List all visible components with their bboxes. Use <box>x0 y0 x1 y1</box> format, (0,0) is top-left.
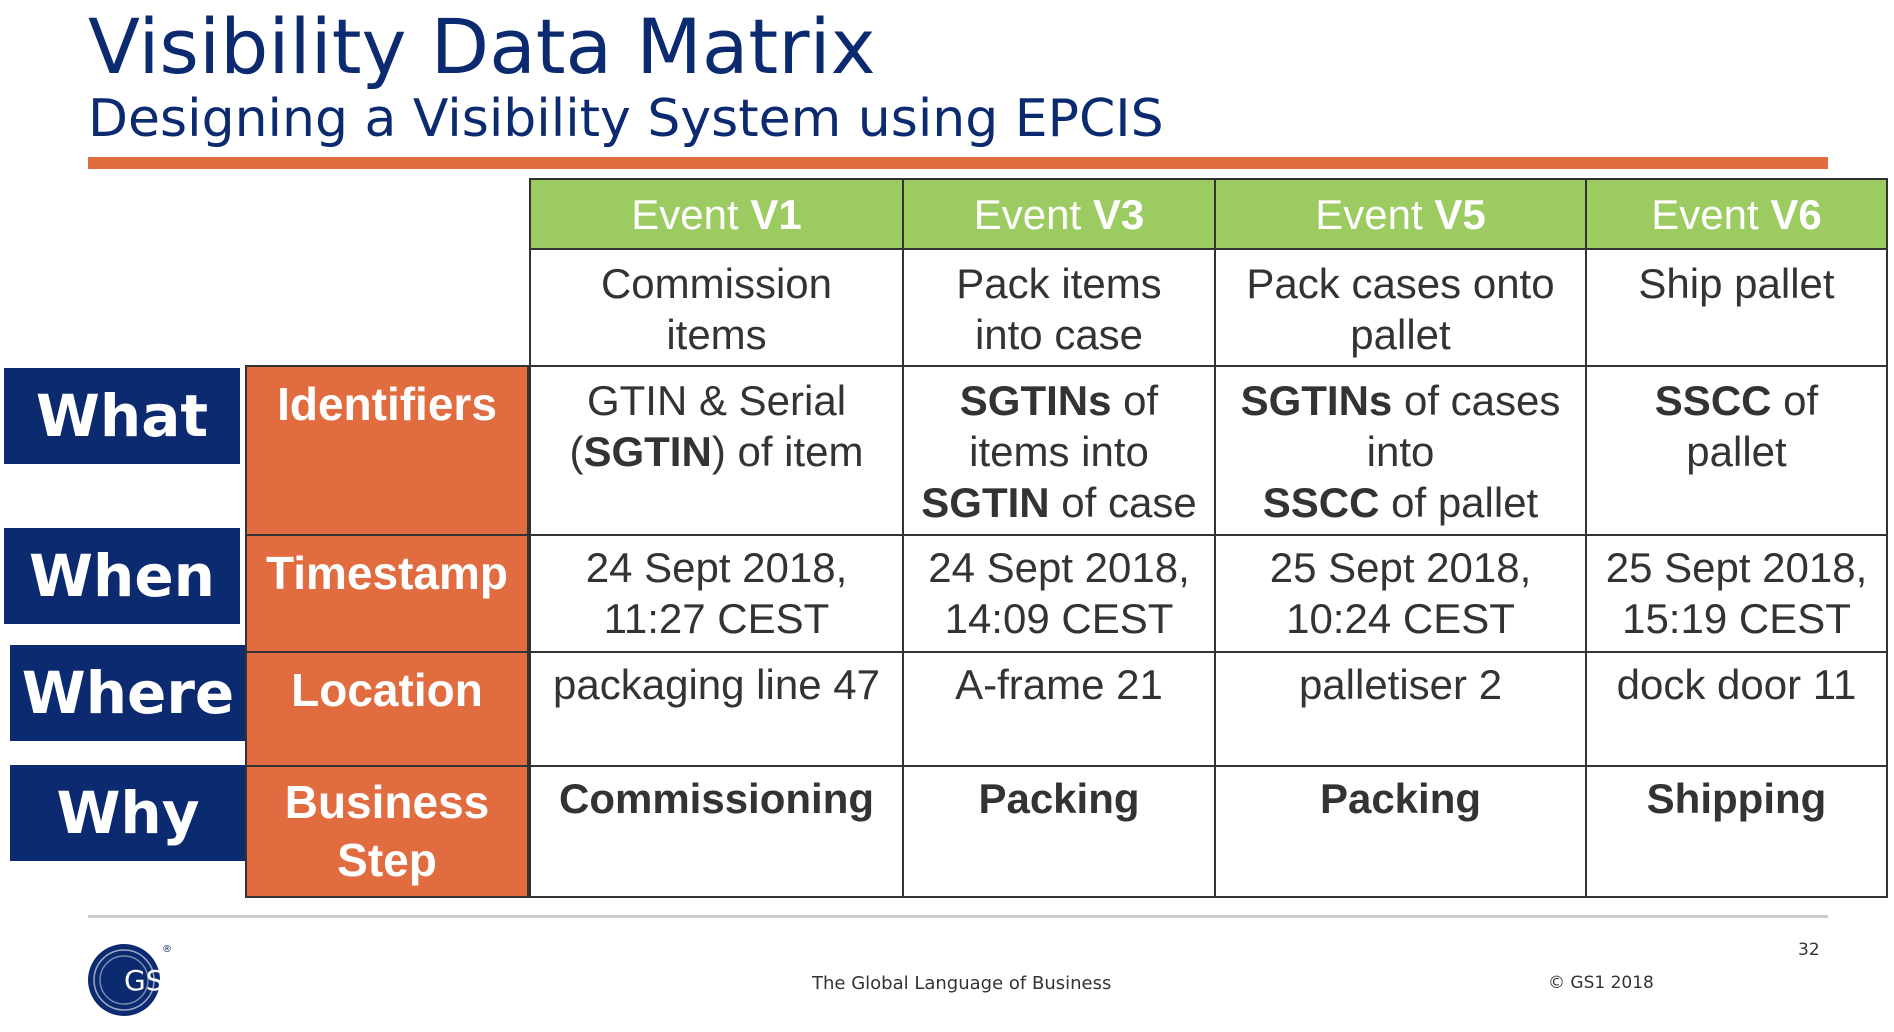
location-cell: dock door 11 <box>1585 651 1888 767</box>
footer-divider <box>88 915 1828 918</box>
title-divider <box>88 157 1828 169</box>
event-grid: Event V1 Event V3 Event V5 Event V6 Comm… <box>529 178 1888 898</box>
timestamp-cell: 25 Sept 2018, 10:24 CEST <box>1214 534 1587 653</box>
why-box: Why <box>10 765 246 861</box>
why-label: Why <box>56 779 200 847</box>
location-label: Location <box>245 651 529 767</box>
where-label: Where <box>21 659 235 727</box>
what-label: What <box>35 382 209 450</box>
when-box: When <box>4 528 240 624</box>
identifiers-cell: SGTINs of items into SGTIN of case <box>902 365 1216 536</box>
business-step-cell: Packing <box>902 765 1216 898</box>
identifiers-cell: SGTINs of cases into SSCC of pallet <box>1214 365 1587 536</box>
timestamp-label: Timestamp <box>245 534 529 653</box>
description-cell: Commission items <box>529 248 904 367</box>
what-box: What <box>4 368 240 464</box>
gs1-logo-text: GS1 <box>124 964 181 997</box>
business-step-label: Business Step <box>245 765 529 898</box>
business-step-cell: Shipping <box>1585 765 1888 898</box>
event-header-v6: Event V6 <box>1585 178 1888 250</box>
description-cell: Pack items into case <box>902 248 1216 367</box>
event-header-v1: Event V1 <box>529 178 904 250</box>
event-header-v5: Event V5 <box>1214 178 1587 250</box>
identifiers-cell: GTIN & Serial (SGTIN) of item <box>529 365 904 536</box>
location-cell: palletiser 2 <box>1214 651 1587 767</box>
page-number: 32 <box>1798 940 1820 960</box>
footer-copyright: © GS1 2018 <box>1548 973 1654 993</box>
where-box: Where <box>10 645 246 741</box>
timestamp-cell: 24 Sept 2018, 11:27 CEST <box>529 534 904 653</box>
timestamp-cell: 25 Sept 2018, 15:19 CEST <box>1585 534 1888 653</box>
event-header-v3: Event V3 <box>902 178 1216 250</box>
timestamp-cell: 24 Sept 2018, 14:09 CEST <box>902 534 1216 653</box>
description-cell: Pack cases onto pallet <box>1214 248 1587 367</box>
business-step-cell: Commissioning <box>529 765 904 898</box>
identifiers-label: Identifiers <box>245 365 529 536</box>
page-title: Visibility Data Matrix <box>88 2 876 91</box>
description-cell: Ship pallet <box>1585 248 1888 367</box>
location-cell: packaging line 47 <box>529 651 904 767</box>
row-label-column: Identifiers Timestamp Location Business … <box>245 365 529 898</box>
business-step-cell: Packing <box>1214 765 1587 898</box>
location-cell: A-frame 21 <box>902 651 1216 767</box>
footer-tagline: The Global Language of Business <box>812 973 1112 994</box>
page-subtitle: Designing a Visibility System using EPCI… <box>88 89 1164 149</box>
gs1-registered-mark: ® <box>162 944 172 955</box>
when-label: When <box>29 542 215 610</box>
gs1-logo: GS1 ® <box>88 944 181 1016</box>
identifiers-cell: SSCC of pallet <box>1585 365 1888 536</box>
